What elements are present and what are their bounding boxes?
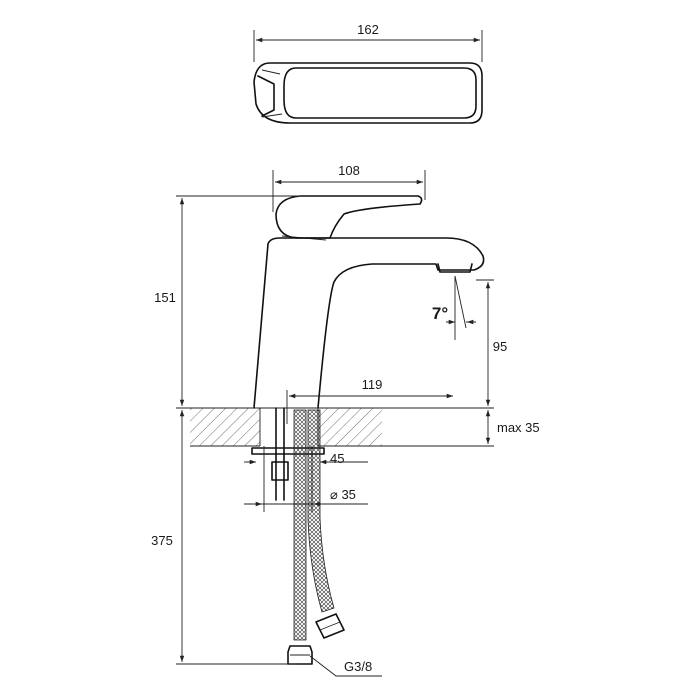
dim-group-diameter: ⌀ 35 [244,446,368,512]
dim-deck-thickness: max 35 [497,420,540,435]
top-view-body [253,62,483,124]
dim-hole-width: 45 [330,451,344,466]
dim-group-hole-width: 45 [244,451,368,466]
aerator [437,263,473,273]
lever [275,195,423,239]
top-view: 162 [253,22,483,124]
dim-group-deck: max 35 [485,410,540,444]
top-view-lever [283,67,477,119]
hose-bent [307,409,335,613]
dim-group-reach: 119 [286,377,453,424]
dim-group-clearance: 95 [476,279,507,406]
dim-height: 151 [154,290,176,305]
dim-hole-diameter: ⌀ 35 [330,487,356,502]
hose-nut-bent [315,613,345,639]
mounting-assembly [251,407,345,665]
dim-group-lever: 108 [272,163,426,212]
dim-hose-length: 375 [151,533,173,548]
dim-top-width: 162 [357,22,379,37]
dim-lever-length: 108 [338,163,360,178]
dim-group-thread: G3/8 [309,655,382,677]
dim-spout-reach: 119 [362,377,383,392]
dim-group-height: 151 [154,195,300,406]
dim-connection-thread: G3/8 [344,659,372,674]
dim-spout-clearance: 95 [493,339,507,354]
hose-nut-straight [287,645,313,665]
dim-group-hose-length: 375 [151,410,296,665]
deck-section [176,407,494,447]
dim-spout-angle: 7° [432,304,448,323]
faucet-body [253,237,485,409]
hose-straight [293,409,307,641]
dim-group-angle: 7° [432,275,476,340]
